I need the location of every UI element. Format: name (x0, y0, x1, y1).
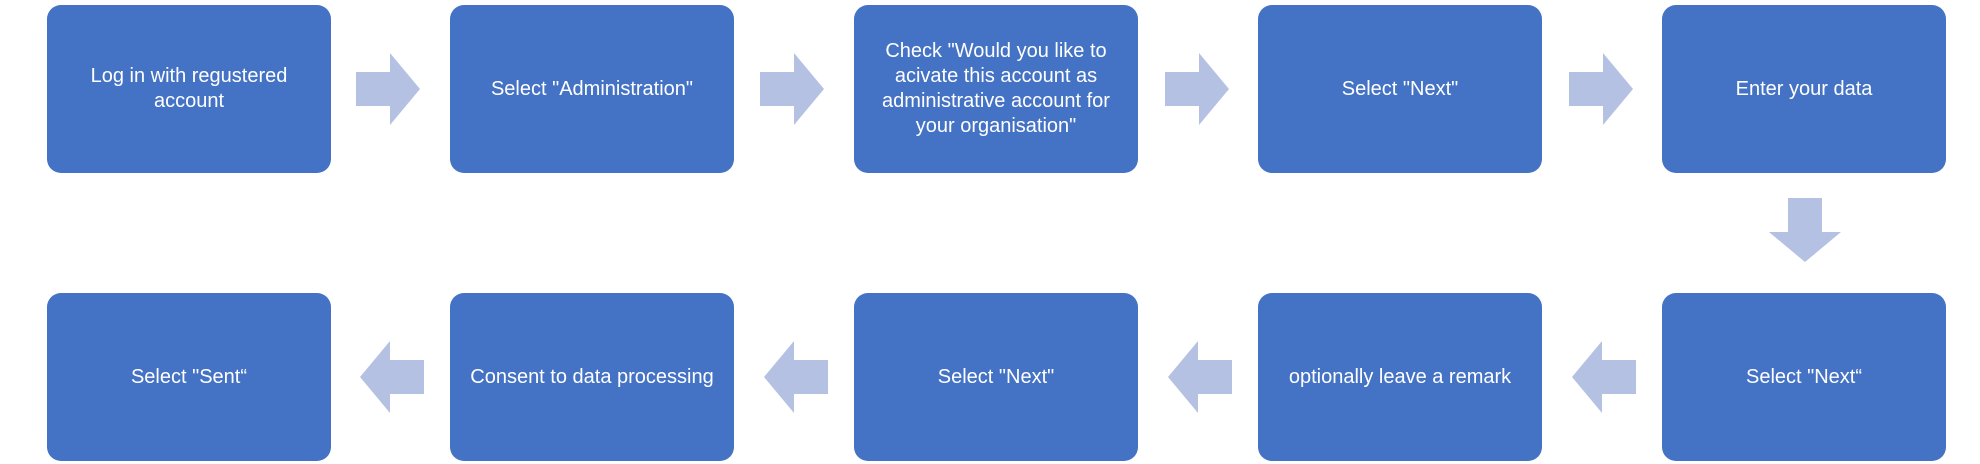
right-arrow-icon (1569, 53, 1633, 125)
down-arrow-icon (1769, 198, 1841, 262)
step-4-box: Select "Next" (1258, 5, 1542, 173)
left-arrow-icon (764, 341, 828, 413)
left-arrow-icon (1168, 341, 1232, 413)
step-3-label: Check "Would you like to acivate this ac… (882, 40, 1110, 137)
step-9-box: Consent to data processing (450, 293, 734, 461)
step-5-box: Enter your data (1662, 5, 1946, 173)
step-10-label: Select "Sent“ (130, 365, 248, 388)
step-6-box: Select "Next“ (1662, 293, 1946, 461)
step-5-label: Enter your data (1735, 77, 1873, 100)
step-2-label: Select "Administration" (490, 77, 694, 100)
step-9-label: Consent to data processing (470, 365, 714, 388)
right-arrow-icon (760, 53, 824, 125)
right-arrow-icon (356, 53, 420, 125)
step-7-box: optionally leave a remark (1258, 293, 1542, 461)
step-10-box: Select "Sent“ (47, 293, 331, 461)
step-1-box: Log in with regustered account (47, 5, 331, 173)
step-2-box: Select "Administration" (450, 5, 734, 173)
left-arrow-icon (360, 341, 424, 413)
step-3-box: Check "Would you like to acivate this ac… (854, 5, 1138, 173)
step-8-box: Select "Next" (854, 293, 1138, 461)
step-1-label: Log in with regustered account (90, 65, 288, 112)
step-6-label: Select "Next“ (1745, 365, 1863, 388)
left-arrow-icon (1572, 341, 1636, 413)
step-8-label: Select "Next" (937, 365, 1055, 388)
right-arrow-icon (1165, 53, 1229, 125)
step-7-label: optionally leave a remark (1288, 365, 1512, 388)
step-4-label: Select "Next" (1341, 77, 1459, 100)
